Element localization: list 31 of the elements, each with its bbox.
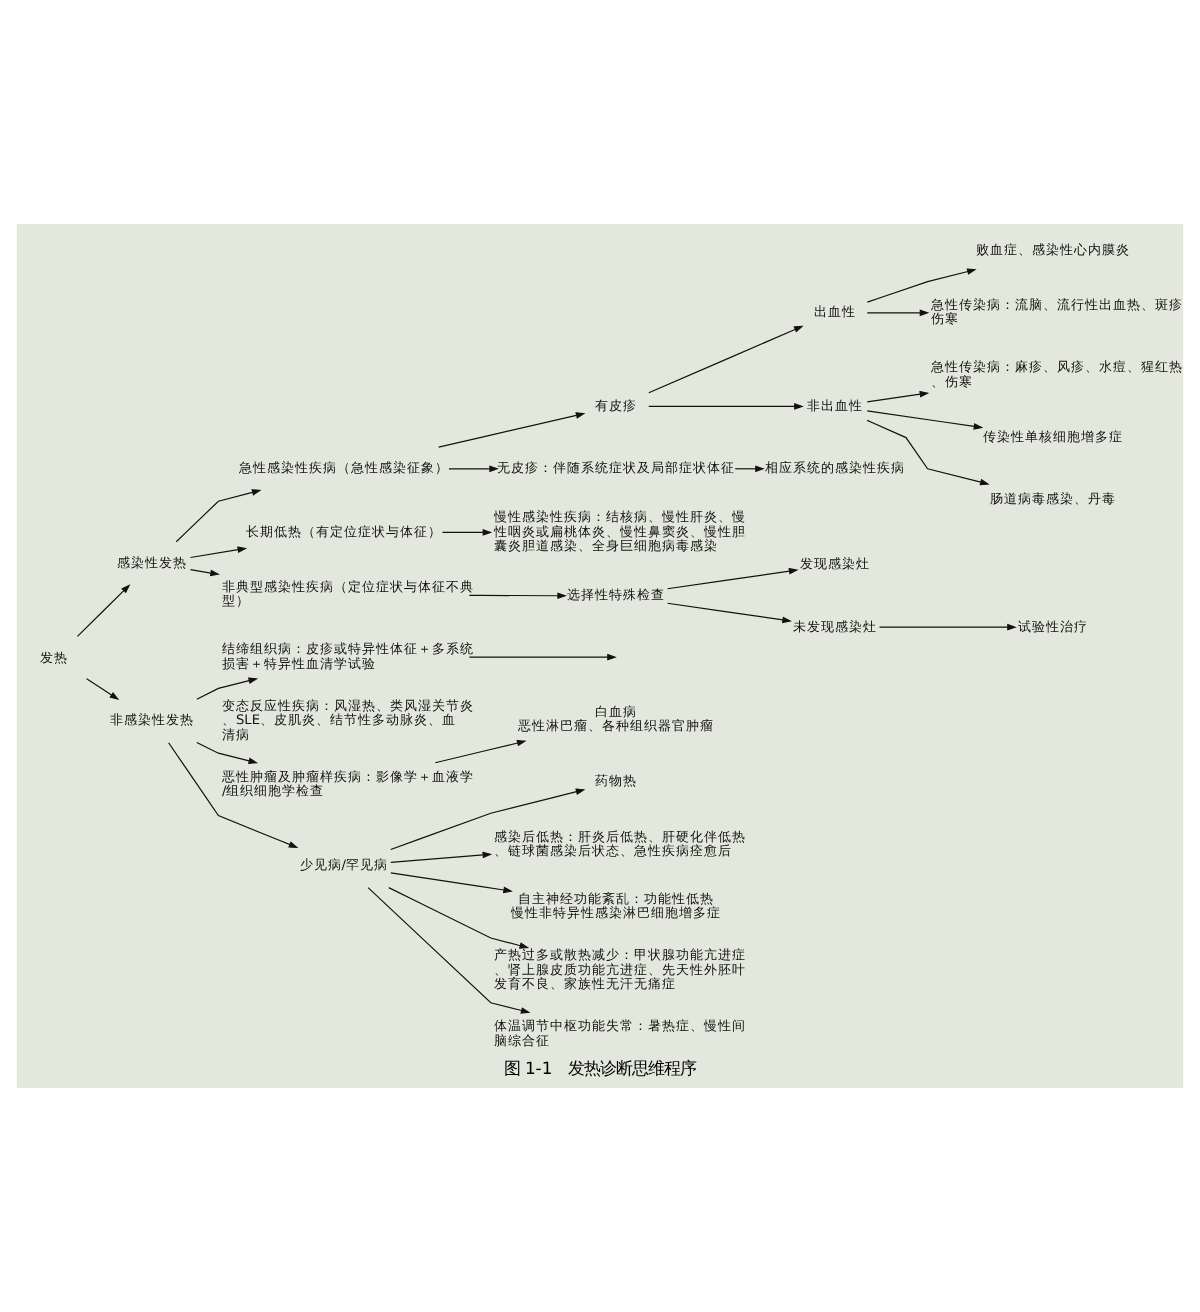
- arrow: [76, 584, 131, 637]
- arrow: [390, 872, 513, 894]
- arrow: [189, 546, 248, 559]
- arrow: [367, 887, 531, 1014]
- arrow: [866, 410, 984, 430]
- arrow: [388, 887, 530, 949]
- arrow: [666, 602, 792, 624]
- arrow: [448, 465, 499, 473]
- arrow: [390, 788, 586, 851]
- arrow: [390, 851, 493, 863]
- arrow: [866, 268, 977, 303]
- arrow: [866, 390, 930, 403]
- arrow: [468, 592, 567, 600]
- arrow: [168, 742, 299, 849]
- arrow: [438, 412, 586, 448]
- arrow: [648, 325, 804, 394]
- arrow: [86, 678, 120, 700]
- arrow: [666, 567, 799, 590]
- arrow: [189, 569, 220, 577]
- arrow: [196, 741, 259, 765]
- arrow: [434, 739, 527, 764]
- arrow: [866, 309, 930, 317]
- arrow: [196, 677, 259, 700]
- caption: 图 1-1 发热诊断思维程序: [503, 1057, 697, 1078]
- arrow: [441, 529, 493, 536]
- arrow: [878, 623, 1017, 631]
- arrow: [734, 465, 765, 473]
- arrow: [648, 403, 804, 410]
- arrow: [866, 419, 990, 486]
- arrow: [175, 489, 262, 543]
- arrow: [468, 653, 617, 661]
